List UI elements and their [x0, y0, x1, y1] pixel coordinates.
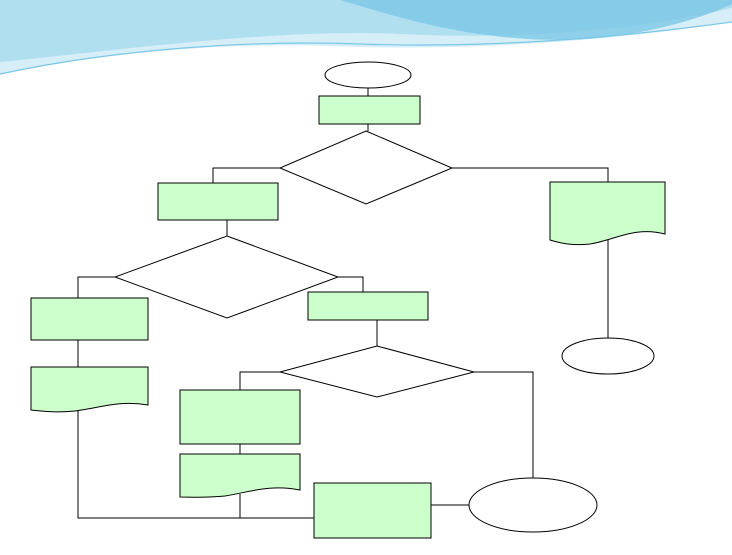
decision-3-diamond — [278, 345, 476, 398]
process-center — [179, 389, 301, 445]
process-left — [157, 182, 279, 221]
connectors — [77, 88, 609, 519]
terminator-end-right — [561, 337, 655, 375]
nodes — [30, 61, 666, 539]
wave-streak — [0, 21, 732, 75]
edge-decision1-left — [212, 167, 280, 183]
terminator-end-bottom — [468, 477, 598, 533]
process-mid-right — [307, 291, 429, 321]
edge-farleft-bottom — [77, 410, 314, 519]
process-step-1 — [318, 95, 421, 125]
document-far-left — [30, 366, 149, 413]
terminator-start — [324, 61, 412, 89]
decision-1-diamond — [278, 130, 454, 205]
wave-dark — [340, 0, 732, 40]
document-center — [179, 453, 301, 498]
decision-2-diamond — [113, 235, 340, 319]
edge-decision2-farleft — [77, 276, 115, 298]
header-wave-decoration — [0, 0, 732, 75]
edge-decision3-center — [239, 371, 280, 390]
process-far-left — [30, 297, 149, 341]
edge-decision2-midright — [338, 276, 364, 292]
document-right — [549, 181, 666, 246]
edge-decision1-right — [452, 167, 609, 182]
process-bottom — [313, 482, 432, 539]
edge-decision3-endbottom — [474, 371, 534, 478]
